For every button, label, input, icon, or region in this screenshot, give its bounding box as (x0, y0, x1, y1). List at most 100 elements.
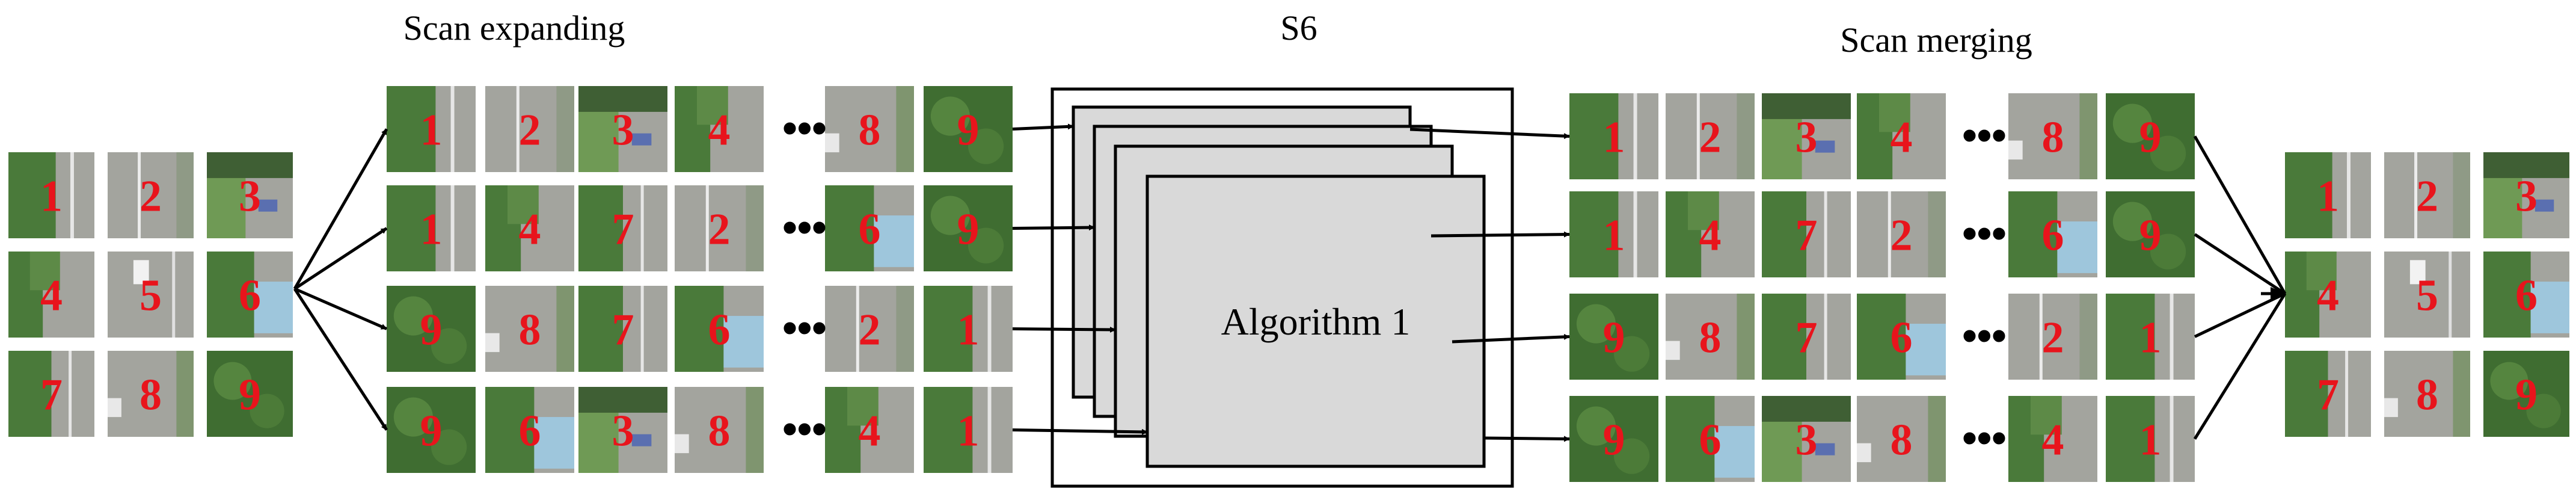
merged-tile: 7 (1762, 294, 1851, 380)
to-s6-arrow (1012, 326, 1116, 333)
tile-number: 5 (2416, 271, 2438, 321)
scan-expanding-title: Scan expanding (403, 8, 625, 48)
input-tile-4: 4 (8, 252, 94, 338)
tile-number: 6 (1699, 416, 1722, 465)
expanded-tile: 2 (825, 286, 914, 372)
tile-number: 4 (2317, 271, 2339, 321)
expanded-tile: 6 (825, 185, 914, 271)
tile-number: 8 (1699, 313, 1722, 363)
ellipsis-dots: ••• (782, 304, 827, 351)
from-s6-arrow (1452, 333, 1570, 344)
fan-out-arrow (293, 227, 388, 291)
ellipsis-dots: ••• (782, 204, 827, 251)
expanded-tile: 3 (578, 387, 667, 473)
merged-tile: 1 (1569, 93, 1658, 179)
output-tile-6: 6 (2483, 252, 2569, 338)
expanded-tile: 7 (578, 286, 667, 372)
fan-out-arrow (293, 128, 388, 290)
tile-number: 4 (519, 205, 541, 255)
from-s6-arrow (1431, 231, 1570, 238)
merged-tile: 2 (1857, 191, 1946, 277)
tile-number: 9 (1603, 313, 1625, 363)
tile-number: 8 (1891, 416, 1913, 465)
expanded-tile: 1 (387, 185, 476, 271)
tile-number: 9 (2139, 211, 2162, 261)
tile-number: 6 (859, 205, 881, 255)
tile-number: 8 (519, 306, 541, 355)
tile-number: 7 (612, 205, 634, 255)
expanded-tile: 6 (675, 286, 764, 372)
tile-number: 6 (1891, 313, 1913, 363)
to-s6-arrow (1012, 123, 1074, 131)
ellipsis-dots: ••• (782, 406, 827, 452)
merged-tile: 9 (1569, 294, 1658, 380)
tile-number: 5 (140, 271, 162, 321)
output-tile-3: 3 (2483, 152, 2569, 238)
merged-tile: 4 (2008, 396, 2097, 482)
merged-tile: 2 (2008, 294, 2097, 380)
tile-number: 8 (2416, 371, 2438, 420)
s6-block: Algorithm 1 (1050, 87, 1514, 488)
tile-number: 2 (1699, 113, 1722, 162)
tile-number: 7 (2317, 371, 2339, 420)
tile-number: 7 (1796, 313, 1818, 363)
merged-tile: 6 (2008, 191, 2097, 277)
ellipsis-dots: ••• (1962, 210, 2007, 257)
merged-tile: 1 (2106, 294, 2195, 380)
tile-number: 1 (957, 407, 980, 456)
tile-number: 8 (859, 106, 881, 155)
tile-number: 7 (1796, 211, 1818, 261)
expanded-tile: 9 (387, 387, 476, 473)
expanded-tile: 8 (485, 286, 574, 372)
output-tile-7: 7 (2285, 351, 2371, 437)
expanded-tile: 9 (387, 286, 476, 372)
fan-in-arrow (2194, 233, 2286, 295)
input-tile-6: 6 (207, 252, 293, 338)
tile-number: 4 (708, 106, 731, 155)
merged-tile: 8 (1857, 396, 1946, 482)
expanded-tile: 8 (675, 387, 764, 473)
merged-tile: 4 (1857, 93, 1946, 179)
output-tile-5: 5 (2384, 252, 2470, 338)
input-tile-7: 7 (8, 351, 94, 437)
s6-title: S6 (1280, 8, 1317, 48)
to-s6-arrow (1012, 224, 1095, 231)
tile-number: 6 (239, 271, 261, 321)
expanded-tile: 4 (825, 387, 914, 473)
tile-number: 4 (2042, 416, 2064, 465)
expanded-tile: 7 (578, 185, 667, 271)
input-tile-2: 2 (108, 152, 194, 238)
expanded-tile: 6 (485, 387, 574, 473)
tile-number: 6 (708, 306, 731, 355)
tile-number: 6 (519, 407, 541, 456)
ellipsis-dots: ••• (1962, 415, 2007, 461)
tile-number: 2 (859, 306, 881, 355)
tile-number: 3 (239, 172, 261, 221)
expanded-tile: 2 (485, 86, 574, 172)
tile-number: 4 (859, 407, 881, 456)
tile-number: 3 (1796, 113, 1818, 162)
expanded-tile: 1 (924, 286, 1013, 372)
from-s6-arrow (1409, 128, 1570, 140)
tile-number: 1 (420, 106, 443, 155)
tile-number: 7 (612, 306, 634, 355)
input-tile-9: 9 (207, 351, 293, 437)
tile-number: 4 (40, 271, 63, 321)
expanded-tile: 9 (924, 185, 1013, 271)
merged-tile: 8 (2008, 93, 2097, 179)
fan-in-arrow (2193, 135, 2287, 295)
tile-number: 6 (2042, 211, 2064, 261)
output-tile-8: 8 (2384, 351, 2470, 437)
merged-tile: 9 (2106, 191, 2195, 277)
expanded-tile: 1 (924, 387, 1013, 473)
